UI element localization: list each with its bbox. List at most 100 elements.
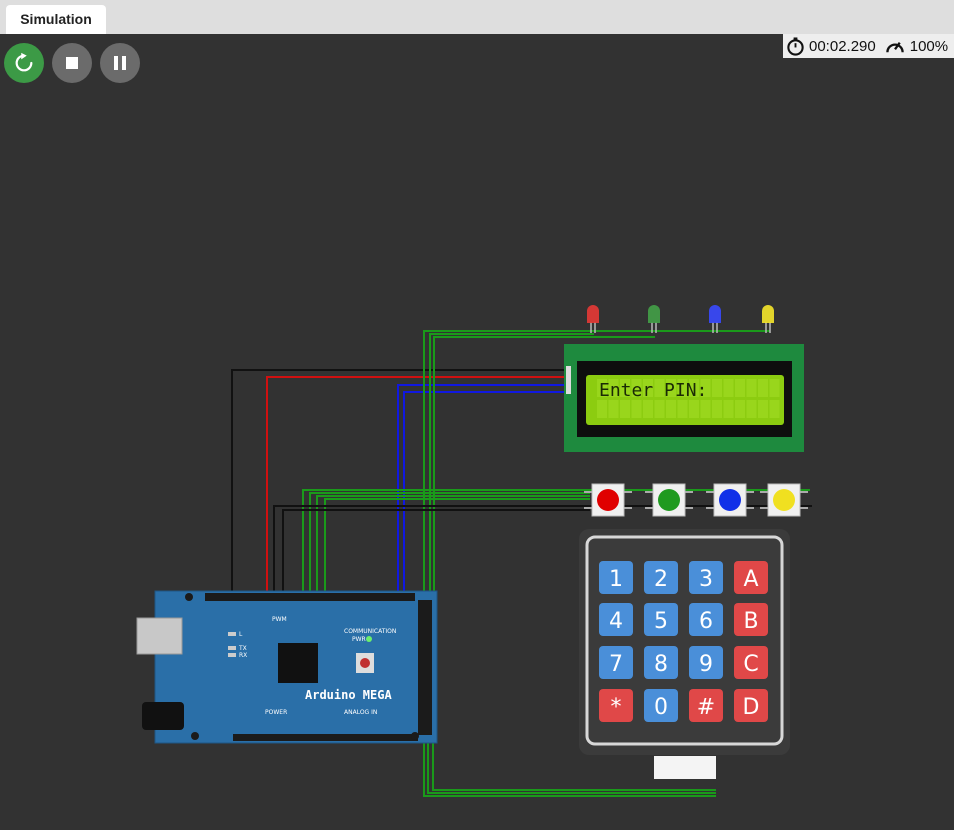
- lcd-cell: [712, 400, 722, 418]
- lcd-cell: [723, 400, 734, 418]
- key-label: 6: [699, 609, 713, 634]
- lcd-cell: [735, 379, 745, 397]
- push-button-blue[interactable]: [706, 483, 754, 517]
- key-1[interactable]: 1: [599, 561, 633, 594]
- lcd-cell: [677, 379, 688, 397]
- pause-button[interactable]: [100, 43, 140, 83]
- lcd-cell: [769, 379, 780, 397]
- lcd-cell: [758, 379, 768, 397]
- key-label: D: [743, 695, 760, 720]
- key-label: 3: [699, 567, 713, 592]
- key-0[interactable]: 0: [644, 689, 678, 722]
- lcd-display[interactable]: Enter PIN:: [564, 344, 804, 452]
- key-*[interactable]: *: [599, 689, 633, 722]
- lcd-cell: [620, 400, 630, 418]
- tab-bar: Simulation: [0, 0, 954, 34]
- push-button-red[interactable]: [584, 483, 632, 517]
- key-5[interactable]: 5: [644, 603, 678, 636]
- restart-button[interactable]: [4, 43, 44, 83]
- wire-button-4: [324, 498, 590, 598]
- timer-readout: 00:02.290: [809, 37, 876, 55]
- stop-icon: [66, 57, 78, 69]
- wire-keypad-2: [427, 720, 716, 794]
- arduino-mega-board[interactable]: L TX RX PWM COMMUNICATION PWR Arduino ME…: [136, 590, 438, 744]
- led-blue[interactable]: [709, 305, 721, 333]
- wire-lcd-scl: [403, 391, 566, 598]
- key-3[interactable]: 3: [689, 561, 723, 594]
- key-9[interactable]: 9: [689, 646, 723, 679]
- key-B[interactable]: B: [734, 603, 768, 636]
- restart-icon: [15, 52, 33, 72]
- wire-lcd-gnd: [231, 369, 566, 598]
- key-label: A: [743, 567, 758, 592]
- led-green[interactable]: [648, 305, 660, 333]
- power-jack: [142, 702, 184, 730]
- pwm-label: PWM: [272, 616, 287, 623]
- led-rx-label: RX: [239, 652, 247, 659]
- tab-simulation[interactable]: Simulation: [6, 5, 106, 34]
- lcd-cell: [712, 379, 722, 397]
- microcontroller-chip: [278, 643, 318, 683]
- key-6[interactable]: 6: [689, 603, 723, 636]
- lcd-cell: [758, 400, 768, 418]
- key-8[interactable]: 8: [644, 646, 678, 679]
- lcd-cell: [689, 400, 699, 418]
- key-label: 8: [654, 652, 668, 677]
- board-name: Arduino MEGA: [305, 688, 392, 702]
- wire-keypad-1: [423, 720, 716, 797]
- pause-icon: [114, 56, 126, 70]
- key-4[interactable]: 4: [599, 603, 633, 636]
- push-buttons: [584, 483, 808, 517]
- key-A[interactable]: A: [734, 561, 768, 594]
- lcd-cell: [746, 379, 757, 397]
- lcd-cell: [631, 379, 642, 397]
- key-label: #: [697, 695, 715, 720]
- lcd-cell: [666, 379, 676, 397]
- lcd-line-1: Enter PIN:: [599, 380, 707, 401]
- keypad-connector: [654, 756, 716, 779]
- stop-button[interactable]: [52, 43, 92, 83]
- wire-button-1: [302, 489, 810, 598]
- key-label: 2: [654, 567, 668, 592]
- analog-in-label: ANALOG IN: [344, 709, 377, 716]
- key-7[interactable]: 7: [599, 646, 633, 679]
- lcd-cell: [700, 400, 711, 418]
- power-label: POWER: [265, 709, 287, 716]
- speed-readout: 100%: [909, 37, 949, 55]
- push-button-green[interactable]: [645, 483, 693, 517]
- key-#[interactable]: #: [689, 689, 723, 722]
- key-D[interactable]: D: [734, 689, 768, 722]
- led-l-label: L: [239, 631, 243, 638]
- key-2[interactable]: 2: [644, 561, 678, 594]
- led-red[interactable]: [587, 305, 599, 333]
- communication-label: COMMUNICATION: [344, 628, 396, 635]
- lcd-cell: [654, 379, 665, 397]
- lcd-cell: [643, 400, 653, 418]
- led-yellow[interactable]: [762, 305, 774, 333]
- push-button-yellow[interactable]: [760, 483, 808, 517]
- lcd-cell: [723, 379, 734, 397]
- key-label: *: [611, 695, 622, 720]
- led-tx-label: TX: [238, 645, 247, 652]
- simulation-status: 00:02.290 100%: [783, 34, 954, 58]
- key-label: 5: [654, 609, 668, 634]
- lcd-cell: [769, 400, 780, 418]
- lcd-cell: [654, 400, 665, 418]
- lcd-cell: [735, 400, 745, 418]
- wire-lcd-sda: [397, 384, 566, 598]
- lcd-cell: [597, 400, 607, 418]
- key-label: B: [743, 609, 758, 634]
- wire-button-2: [309, 492, 590, 598]
- leds: [587, 305, 774, 333]
- key-label: C: [743, 652, 758, 677]
- usb-port: [136, 617, 183, 655]
- wires: [231, 330, 812, 797]
- key-C[interactable]: C: [734, 646, 768, 679]
- lcd-cell: [677, 400, 688, 418]
- lcd-cell: [597, 379, 607, 397]
- lcd-cell: [620, 379, 630, 397]
- lcd-cell: [643, 379, 653, 397]
- speedometer-icon: [885, 41, 904, 52]
